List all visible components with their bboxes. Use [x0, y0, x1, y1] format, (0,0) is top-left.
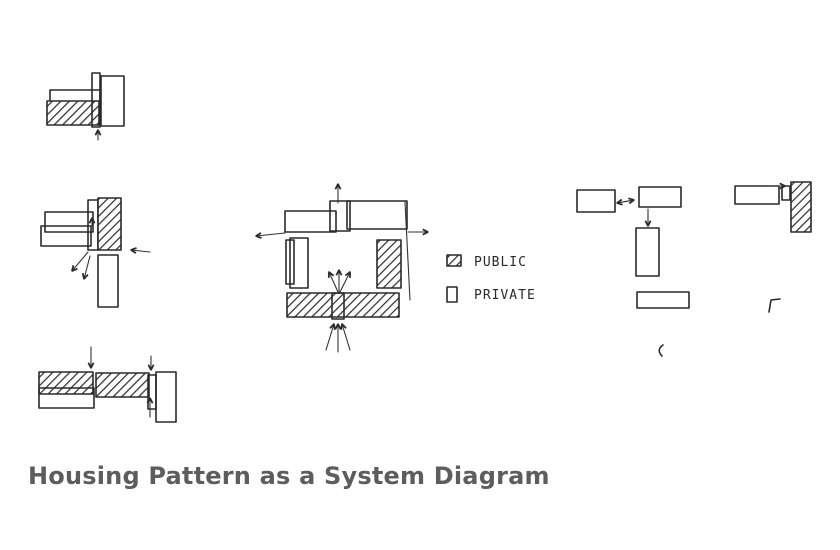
pattern-sketch-tee [41, 198, 150, 307]
sketch-canvas: PUBLIC PRIVATE [0, 0, 840, 450]
diagram-caption: Housing Pattern as a System Diagram [28, 462, 550, 490]
pattern-sketch-corner [47, 73, 124, 140]
exploded-system-sketch [577, 187, 689, 356]
legend-public-swatch [447, 255, 461, 266]
courtyard-system-sketch [256, 184, 428, 352]
pattern-sketch-row [39, 347, 176, 422]
legend: PUBLIC PRIVATE [447, 255, 536, 303]
corner-piece-sketch [735, 182, 811, 312]
legend-public-label: PUBLIC [474, 255, 527, 270]
legend-public: PUBLIC [447, 255, 527, 270]
legend-private-swatch [447, 287, 457, 302]
legend-private: PRIVATE [447, 287, 536, 303]
legend-private-label: PRIVATE [474, 288, 536, 303]
